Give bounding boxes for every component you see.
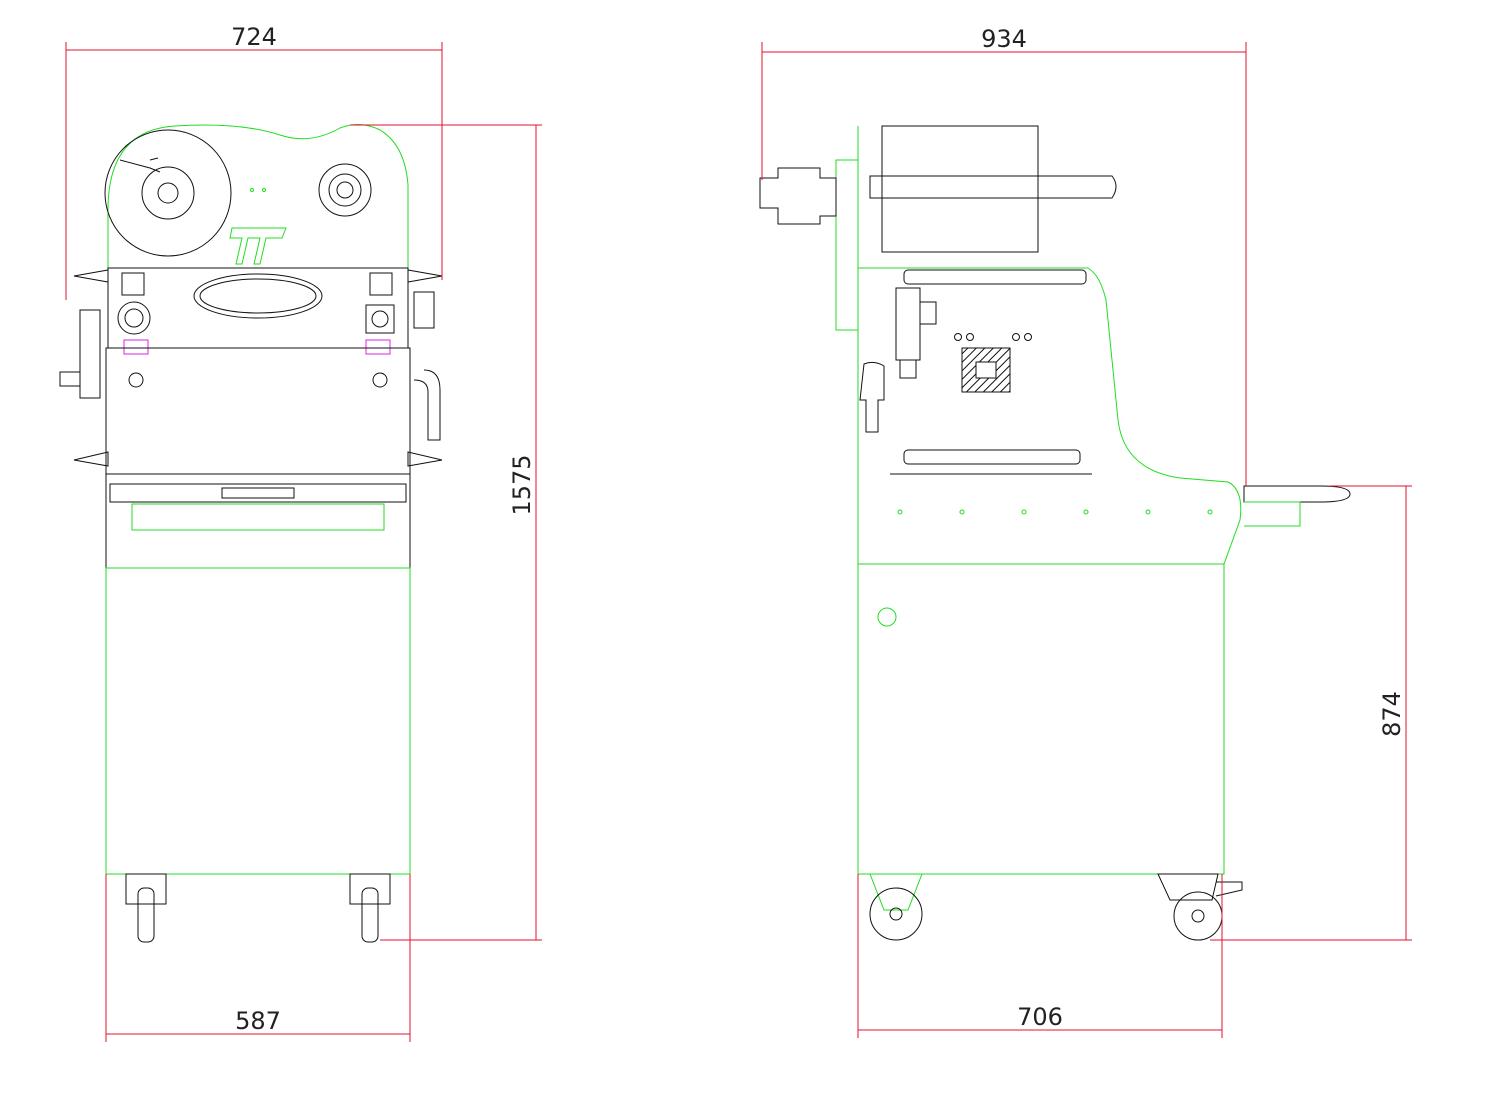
- panel-badge-inner: [199, 278, 317, 314]
- front-drawer: [131, 503, 385, 531]
- dim-front-base-width: 587: [235, 1007, 281, 1035]
- tray-handle: [221, 487, 295, 499]
- panel-window-left: [121, 272, 145, 296]
- dim-side-overall-width: 934: [981, 25, 1027, 53]
- sealing-head: [105, 347, 411, 475]
- caster-wheel-icon: [125, 873, 167, 943]
- logo-mark-icon: [229, 227, 287, 265]
- panel-badge: [193, 273, 323, 319]
- control-panel: [107, 267, 409, 349]
- dim-side-base-width: 706: [1017, 1003, 1063, 1031]
- air-hose: [859, 361, 885, 433]
- caster-wheel-icon: [1157, 873, 1243, 941]
- marker-left: [123, 339, 149, 355]
- motor-unit: [759, 167, 837, 225]
- main-switch-icon[interactable]: [365, 304, 395, 334]
- tape-roll: [881, 125, 1039, 253]
- panel-window-right: [369, 272, 393, 296]
- upper-bar: [903, 269, 1087, 285]
- tape-holder-knob-icon: [318, 163, 372, 217]
- dim-front-overall-height: 1575: [508, 454, 536, 515]
- lower-wing: [73, 451, 443, 467]
- side-body-outline: [857, 267, 1242, 565]
- compressed-air-regulator-icon: [895, 287, 937, 379]
- dimension-lines: 724 1575 587 934 874 706: [65, 23, 1412, 1042]
- left-guide-fitting: [59, 309, 101, 399]
- tape-roll-bracket: [835, 159, 859, 331]
- side-view: [759, 125, 1351, 941]
- dim-front-overall-width: 724: [231, 23, 277, 51]
- emergency-stop-button-icon[interactable]: [117, 301, 151, 335]
- tape-reel: [104, 129, 232, 257]
- lower-bar: [903, 449, 1081, 465]
- front-view: [59, 124, 443, 943]
- side-cabinet: [857, 563, 1225, 875]
- indicator-dot: [262, 188, 266, 192]
- front-upper-housing: [107, 124, 409, 268]
- caster-wheel-icon: [869, 873, 923, 941]
- cabinet-hole-icon: [877, 607, 897, 627]
- front-cabinet: [105, 567, 411, 875]
- right-air-fitting: [413, 291, 441, 441]
- tape-roll-arm: [869, 175, 1117, 199]
- marker-right: [365, 339, 391, 355]
- indicator-dot: [250, 188, 254, 192]
- support-table: [1243, 485, 1351, 503]
- dim-side-table-height: 874: [1378, 691, 1406, 737]
- caster-wheel-icon: [349, 873, 391, 943]
- upper-wing: [73, 269, 443, 283]
- front-tray: [109, 483, 407, 503]
